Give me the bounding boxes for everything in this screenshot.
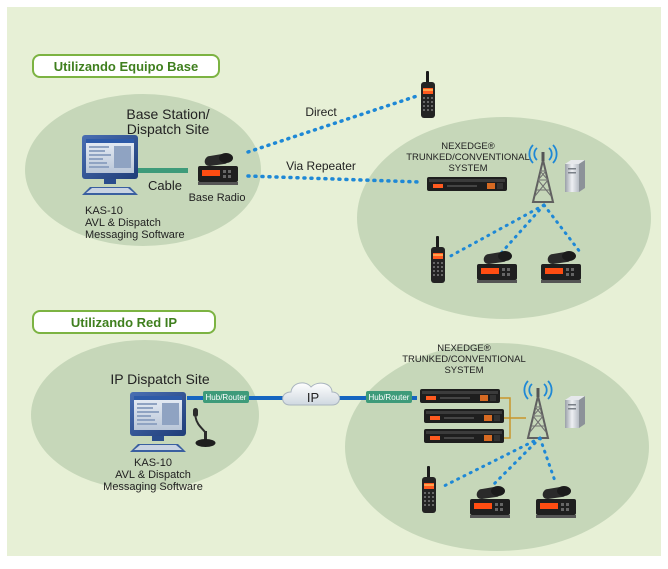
system-line2: TRUNKED/CONVENTIONAL xyxy=(406,152,530,163)
system-line1: NEXEDGE® xyxy=(441,141,494,152)
software-line3: Messaging Software xyxy=(103,481,203,493)
tower-links xyxy=(438,436,558,490)
cable-label: Cable xyxy=(148,178,182,193)
software-line1: KAS-10 xyxy=(85,205,123,217)
cloud-icon xyxy=(282,382,340,406)
base-radio-label: Base Radio xyxy=(189,192,246,204)
microphone-icon xyxy=(193,408,216,447)
site-title-line1: Base Station/ xyxy=(126,106,209,122)
software-line2: AVL & Dispatch xyxy=(85,217,161,229)
section-header: Utilizando Equipo Base xyxy=(54,59,198,74)
system-line2: TRUNKED/CONVENTIONAL xyxy=(402,354,526,365)
via-repeater-label: Via Repeater xyxy=(286,159,356,173)
section-ip-network: Utilizando Red IP IP Dispatch Site Hub/R… xyxy=(31,310,649,551)
hub-router-left-label: Hub/Router xyxy=(206,393,247,402)
repeater-icon xyxy=(424,429,504,443)
site-title-line2: Dispatch Site xyxy=(127,121,210,137)
server-icon xyxy=(565,396,585,428)
repeater-link xyxy=(246,174,422,184)
section-header-box xyxy=(32,310,216,334)
tower-links xyxy=(445,203,582,260)
software-line2: AVL & Dispatch xyxy=(115,469,191,481)
hub-router-right xyxy=(366,391,412,403)
direct-link xyxy=(246,93,422,154)
system-line3: SYSTEM xyxy=(444,365,483,376)
hub-router-left xyxy=(203,391,249,403)
system-line3: SYSTEM xyxy=(448,163,487,174)
software-line1: KAS-10 xyxy=(134,457,172,469)
software-line3: Messaging Software xyxy=(85,229,185,241)
section-header-box xyxy=(32,54,220,78)
repeater-icon xyxy=(427,177,507,191)
section-header: Utilizando Red IP xyxy=(71,315,178,330)
nexedge-system-area xyxy=(357,117,651,319)
direct-label: Direct xyxy=(305,105,337,119)
ip-label: IP xyxy=(307,390,319,405)
cable-line xyxy=(136,168,188,173)
section-base-equipment: Utilizando Equipo Base Base Station/ Dis… xyxy=(25,54,651,319)
system-line1: NEXEDGE® xyxy=(437,343,490,354)
hub-router-right-label: Hub/Router xyxy=(369,393,410,402)
repeater-icon xyxy=(424,409,504,423)
site-title: IP Dispatch Site xyxy=(110,371,210,387)
nexedge-system-area xyxy=(345,343,649,551)
repeater-icon xyxy=(420,389,500,403)
server-icon xyxy=(565,160,585,192)
